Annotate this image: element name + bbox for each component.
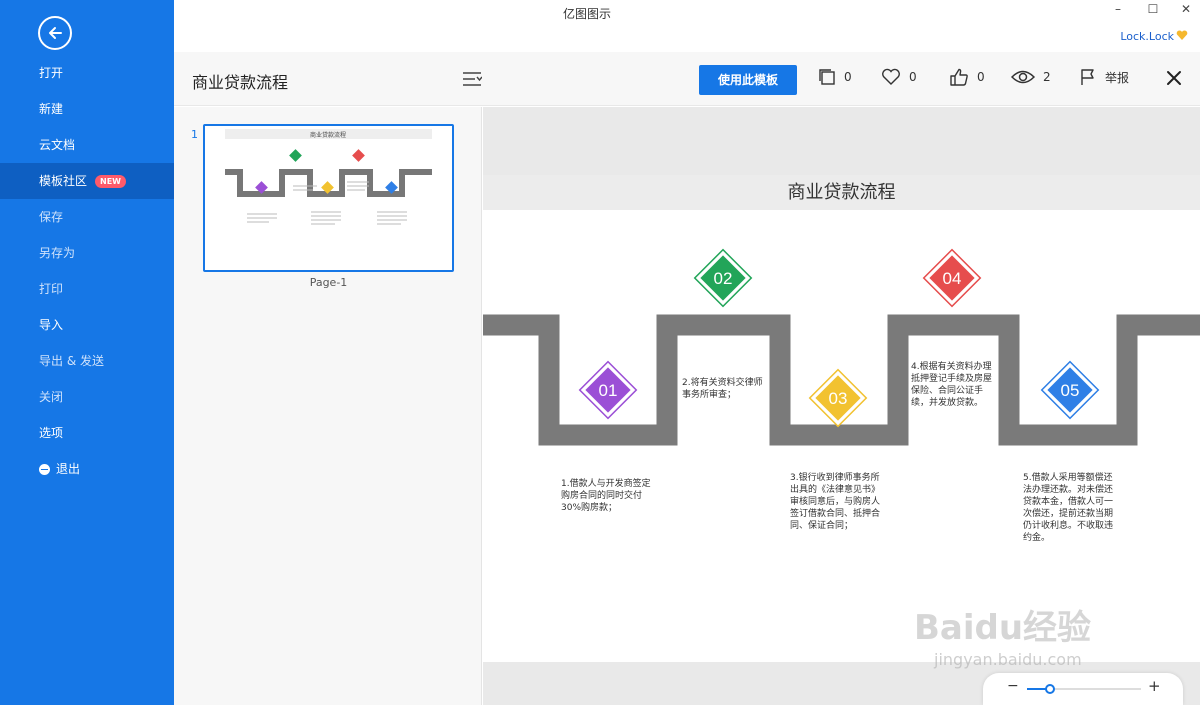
sidebar-item-label: 选项 — [39, 426, 64, 440]
step-5-text: 5.借款人采用等额偿还法办理还款。对未偿还贷款本金，借款人可一次偿还，提前还款当… — [1023, 473, 1114, 543]
sidebar-item-label: 导出 & 发送 — [39, 354, 104, 368]
arrow-left-icon — [49, 27, 62, 39]
heart-icon — [882, 68, 900, 85]
sidebar-menu: 打开 新建 云文档 模板社区 NEW 保存 另存为 打印 导入 导出 & 发送 关… — [0, 55, 174, 487]
sidebar-item-export-send[interactable]: 导出 & 发送 — [0, 343, 174, 379]
zoom-control: − + — [983, 673, 1183, 705]
report-button[interactable]: 举报 — [1079, 68, 1129, 86]
step-number: 03 — [829, 389, 848, 408]
flag-icon — [1081, 69, 1094, 85]
report-label: 举报 — [1105, 70, 1130, 85]
zoom-out-button[interactable]: − — [1007, 678, 1019, 694]
favorite-count-value: 0 — [909, 70, 917, 84]
like-count[interactable]: 0 — [949, 68, 985, 86]
zoom-slider-fill — [1027, 688, 1050, 690]
diagram-title: 商业贷款流程 — [483, 175, 1200, 210]
zoom-in-button[interactable]: + — [1148, 677, 1161, 695]
sidebar-item-label: 导入 — [39, 318, 64, 332]
sidebar-item-exit[interactable]: 退出 — [0, 451, 174, 487]
step-marker-03: 03 — [808, 368, 868, 428]
step-marker-05: 05 — [1040, 360, 1100, 420]
sidebar-item-label: 新建 — [39, 102, 64, 116]
back-button[interactable] — [38, 16, 72, 50]
view-count-value: 2 — [1043, 70, 1051, 84]
flow-path — [483, 304, 1200, 446]
vip-heart-icon — [1176, 30, 1188, 40]
copy-count[interactable]: 0 — [818, 68, 852, 86]
diagram-page: 商业贷款流程 01 02 03 04 05 1.借款人与开发商签定购房合同的同时交付30… — [483, 175, 1200, 662]
title-bar: 亿图图示 – ☐ ✕ Lock.Lock — [174, 0, 1200, 52]
app-title: 亿图图示 — [562, 7, 611, 21]
sidebar-item-open[interactable]: 打开 — [0, 55, 174, 91]
template-title: 商业贷款流程 — [192, 73, 289, 92]
sidebar-item-label: 模板社区 — [39, 174, 88, 188]
step-3-text: 3.银行收到律师事务所出具的《法律意见书》审核同意后，与购房人签订借款合同、抵押… — [790, 473, 881, 531]
sidebar-item-label: 云文档 — [39, 138, 76, 152]
sidebar-item-template-community[interactable]: 模板社区 NEW — [0, 163, 174, 199]
close-window-button[interactable]: ✕ — [1180, 2, 1192, 16]
thumbs-up-icon — [950, 68, 968, 86]
step-marker-02: 02 — [693, 248, 753, 308]
minimize-button[interactable]: – — [1115, 2, 1121, 16]
maximize-button[interactable]: ☐ — [1147, 2, 1159, 16]
sidebar-item-label: 另存为 — [39, 246, 76, 260]
step-marker-01: 01 — [578, 360, 638, 420]
zoom-slider[interactable] — [1027, 684, 1141, 694]
favorite-count[interactable]: 0 — [881, 68, 917, 86]
sidebar: 打开 新建 云文档 模板社区 NEW 保存 另存为 打印 导入 导出 & 发送 关… — [0, 0, 174, 705]
thumbnail-title: 商业贷款流程 — [310, 131, 346, 139]
exit-icon — [39, 463, 50, 475]
sidebar-item-options[interactable]: 选项 — [0, 415, 174, 451]
copy-icon — [819, 69, 835, 85]
view-count: 2 — [1011, 68, 1051, 86]
step-number: 01 — [599, 381, 618, 400]
step-marker-04: 04 — [922, 248, 982, 308]
sidebar-item-new[interactable]: 新建 — [0, 91, 174, 127]
sidebar-item-label: 打印 — [39, 282, 64, 296]
watermark: Baidu经验 — [914, 608, 1092, 648]
sidebar-item-cloud-docs[interactable]: 云文档 — [0, 127, 174, 163]
like-count-value: 0 — [977, 70, 985, 84]
outline-list-icon[interactable] — [462, 70, 482, 88]
sidebar-item-print[interactable]: 打印 — [0, 271, 174, 307]
page-thumbnail-panel: 1 商业贷款流程 Page-1 — [174, 107, 482, 705]
copy-count-value: 0 — [844, 70, 852, 84]
template-header: 商业贷款流程 使用此模板 0 0 0 2 举报 — [174, 52, 1200, 106]
step-markers: 01 02 03 04 05 — [578, 248, 1100, 428]
close-icon[interactable] — [1164, 68, 1184, 88]
step-number: 02 — [714, 269, 733, 288]
sidebar-item-label: 关闭 — [39, 390, 64, 404]
step-1-text: 1.借款人与开发商签定购房合同的同时交付30%购房款； — [561, 479, 651, 513]
user-name[interactable]: Lock.Lock — [1120, 30, 1174, 43]
thumbnail-preview: 商业贷款流程 — [225, 129, 432, 267]
sidebar-item-save-as[interactable]: 另存为 — [0, 235, 174, 271]
sidebar-item-import[interactable]: 导入 — [0, 307, 174, 343]
zoom-slider-handle[interactable] — [1044, 684, 1055, 694]
sidebar-item-label: 打开 — [39, 66, 64, 80]
step-number: 05 — [1061, 381, 1080, 400]
step-number: 04 — [943, 269, 962, 288]
sidebar-item-label: 退出 — [56, 462, 81, 476]
use-template-button[interactable]: 使用此模板 — [699, 65, 797, 95]
step-4-text: 4.根据有关资料办理抵押登记手续及房屋保险、合同公证手续，并发放贷款。 — [911, 362, 993, 408]
canvas: 商业贷款流程 01 02 03 04 05 1.借款人与开发商签定购房合同的同时交付30… — [483, 107, 1200, 705]
step-2-text: 2.将有关资料交律师事务所审查； — [682, 378, 763, 400]
page-number: 1 — [191, 128, 198, 141]
page-thumbnail[interactable]: 商业贷款流程 — [203, 124, 454, 272]
sidebar-item-save[interactable]: 保存 — [0, 199, 174, 235]
eye-icon — [1011, 70, 1035, 84]
watermark-url: jingyan.baidu.com — [934, 650, 1082, 669]
sidebar-item-close[interactable]: 关闭 — [0, 379, 174, 415]
page-label: Page-1 — [309, 276, 348, 289]
sidebar-item-label: 保存 — [39, 210, 64, 224]
new-badge: NEW — [95, 174, 126, 188]
